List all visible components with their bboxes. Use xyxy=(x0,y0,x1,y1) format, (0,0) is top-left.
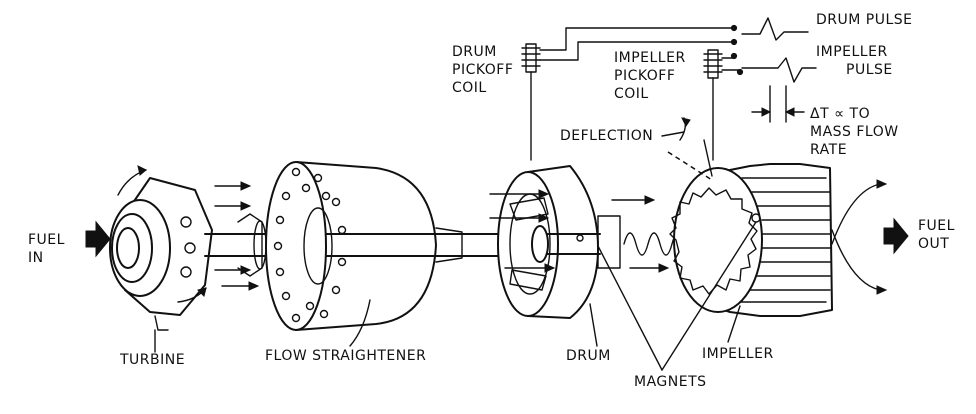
label-delta-t-2: MASS FLOW xyxy=(810,124,899,140)
flow-arrows-drum xyxy=(489,189,670,273)
delta-t-marker xyxy=(751,85,805,123)
turbine xyxy=(109,165,213,331)
deflection-indicator xyxy=(661,117,713,181)
label-drum-pickoff-2: PICKOFF xyxy=(452,62,513,78)
shaft xyxy=(204,213,546,277)
label-drum-pulse: DRUM PULSE xyxy=(816,12,913,28)
label-fuel-out-2: OUT xyxy=(918,236,949,252)
drum-pulse-waveform xyxy=(741,17,809,41)
label-delta-t-1: ΔT ∝ TO xyxy=(810,106,870,122)
drum-pickoff-coil xyxy=(521,43,541,161)
flow-arrows-left xyxy=(214,181,260,291)
impeller xyxy=(669,163,833,317)
label-drum: DRUM xyxy=(566,348,611,364)
label-delta-t-3: RATE xyxy=(810,142,847,158)
label-impeller-pickoff-1: IMPELLER xyxy=(614,50,686,66)
impeller-pulse-waveform xyxy=(741,57,817,83)
label-impeller-pickoff-2: PICKOFF xyxy=(614,68,675,84)
signal-wires xyxy=(539,24,744,76)
label-flow-straightener: FLOW STRAIGHTENER xyxy=(265,348,426,364)
outflow-arrows xyxy=(831,179,888,295)
drum xyxy=(497,165,601,319)
label-drum-pickoff-1: DRUM xyxy=(452,44,497,60)
label-turbine: TURBINE xyxy=(119,352,185,368)
label-impeller: IMPELLER xyxy=(702,346,774,362)
fuel-in-arrow xyxy=(85,220,111,258)
impeller-fins xyxy=(739,177,831,303)
leader-lines xyxy=(154,221,757,371)
impeller-pickoff-coil xyxy=(703,49,723,161)
label-deflection: DEFLECTION xyxy=(560,128,653,144)
straightener-holes xyxy=(273,167,347,323)
label-fuel-out-1: FUEL xyxy=(918,218,955,234)
fuel-out-arrow xyxy=(883,217,909,255)
label-impeller-pulse-1: IMPELLER xyxy=(816,44,888,60)
label-drum-pickoff-3: COIL xyxy=(452,80,487,96)
label-magnets: MAGNETS xyxy=(634,374,707,390)
labels: FUEL IN FUEL OUT TURBINE FLOW STRAIGHTEN… xyxy=(28,12,955,390)
flow-straightener xyxy=(265,161,463,331)
label-fuel-in-1: FUEL xyxy=(28,232,65,248)
label-fuel-in-2: IN xyxy=(28,250,44,266)
label-impeller-pickoff-3: COIL xyxy=(614,86,649,102)
label-impeller-pulse-2: PULSE xyxy=(846,62,893,78)
